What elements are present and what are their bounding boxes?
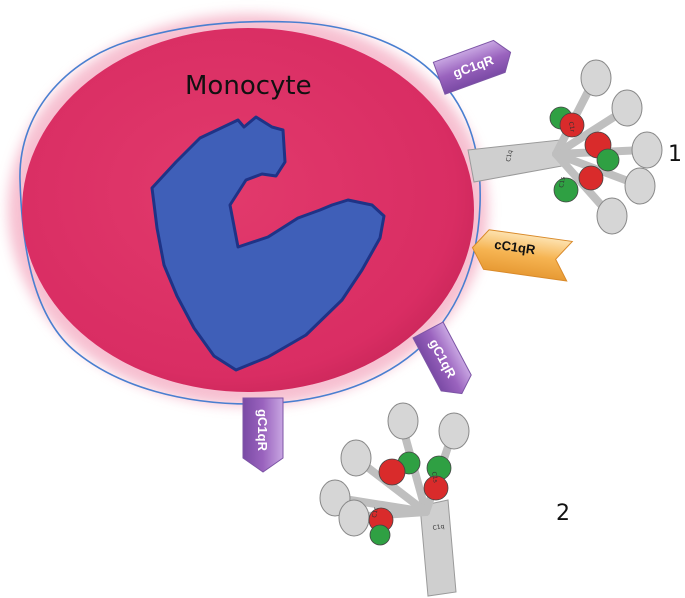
c1q-head-1d — [624, 167, 656, 205]
gc1qr-label-bottom: gC1qR — [255, 409, 270, 452]
gc1qr-receptor-top: gC1qR — [432, 39, 512, 95]
c1q-stalk-1 — [467, 139, 563, 183]
c1-complex-2: C1q C1s C1r — [319, 402, 470, 597]
c1s-subunit-1b — [596, 148, 620, 172]
c1q-head-2c — [340, 439, 372, 477]
c1-complex-1: C1q C1r C1s — [467, 59, 663, 235]
c1r-subunit-1a — [559, 112, 585, 138]
c1q-head-2b — [438, 412, 470, 450]
c1q-head-2a — [387, 402, 419, 440]
c1q-stalk-label-1: C1q — [505, 149, 514, 162]
c1r-subunit-2a — [378, 458, 406, 486]
complex-1-number: 1 — [668, 142, 682, 167]
c1r-label-1: C1r — [567, 121, 576, 133]
c1s-label-2: C1s — [430, 471, 439, 483]
complex-2-number: 2 — [556, 501, 570, 526]
c1q-head-1e — [596, 197, 628, 235]
c1q-head-2e — [338, 499, 370, 537]
c1s-subunit-2c — [369, 524, 391, 546]
c1s-label-1: C1s — [558, 176, 567, 188]
cc1qr-receptor: cC1qR — [471, 229, 574, 282]
c1q-head-1b — [611, 89, 643, 127]
monocyte-cell-body — [22, 28, 474, 392]
gc1qr-receptor-bottom: gC1qR — [242, 397, 284, 473]
gc1qr-receptor-lower-right: gC1qR — [412, 321, 472, 395]
c1q-stalk-label-2: C1q — [432, 523, 445, 532]
c1r-label-2: C1r — [371, 506, 380, 518]
c1q-arm-1b — [552, 106, 629, 158]
cell-label: Monocyte — [185, 71, 312, 101]
c1r-subunit-1c — [578, 165, 604, 191]
c1q-head-1c — [631, 131, 663, 169]
c1q-stalk-2 — [419, 499, 457, 597]
c1q-arm-2c — [354, 456, 430, 516]
nucleus — [150, 115, 386, 372]
cell-membrane-outline — [19, 20, 481, 405]
c1s-subunit-1c — [553, 177, 579, 203]
cc1qr-label: cC1qR — [494, 237, 537, 258]
c1q-head-1a — [580, 59, 612, 97]
c1r-subunit-2b — [423, 475, 449, 501]
